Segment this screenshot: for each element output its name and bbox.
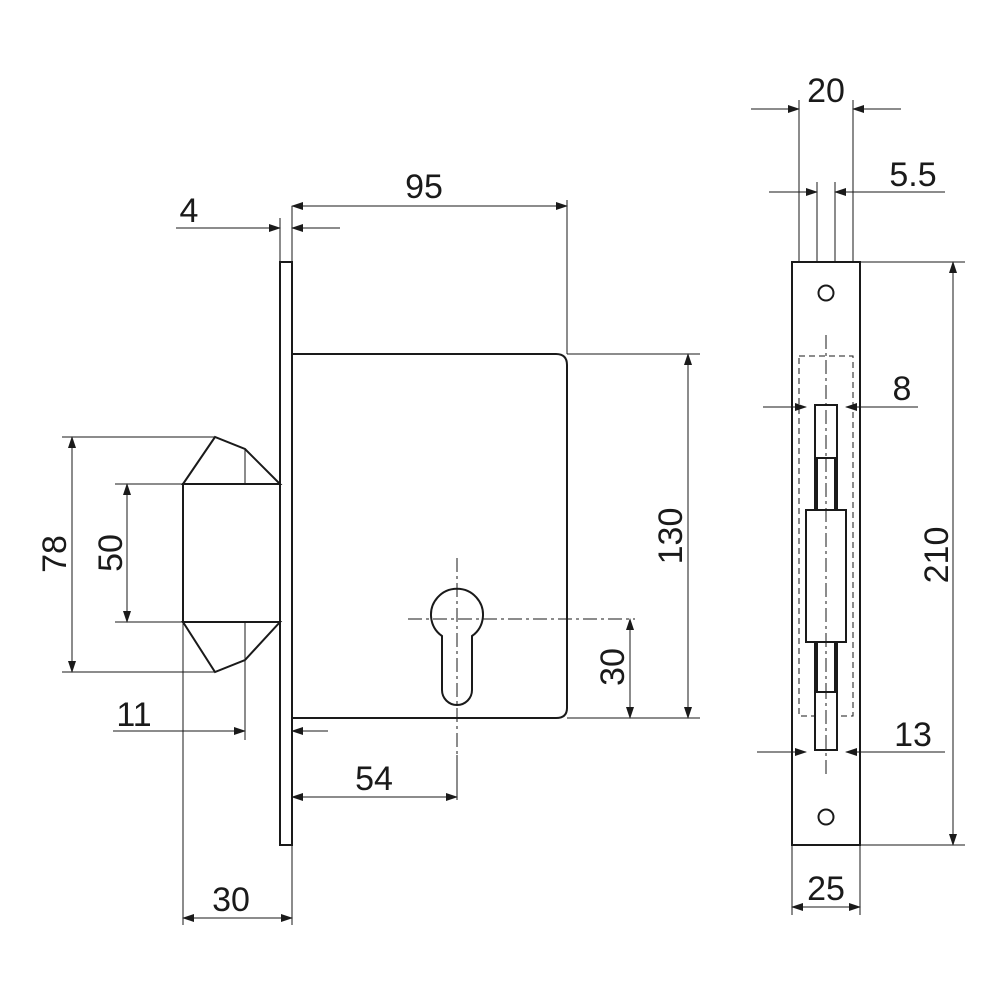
dim-case-height: 130 — [652, 508, 690, 565]
dim-width-13: 13 — [894, 716, 932, 754]
front-view: 20 5.5 8 13 210 25 — [751, 72, 965, 915]
deadbolt-body — [182, 483, 281, 623]
dim-cylinder-height: 30 — [594, 648, 632, 686]
dim-bolt-width: 5.5 — [889, 156, 936, 194]
deadbolt-bevel-bottom — [181, 621, 283, 674]
screw-hole-top — [817, 284, 835, 302]
deadbolt-bevel-top — [181, 435, 283, 485]
dim-faceplate-width: 25 — [807, 870, 845, 908]
screw-hole-bottom — [817, 808, 835, 826]
dim-case-depth: 95 — [405, 168, 443, 206]
dim-bolt-height-inner: 50 — [92, 534, 130, 572]
faceplate-side — [279, 261, 293, 846]
dim-faceplate-offset: 11 — [116, 696, 151, 734]
dim-backset: 54 — [355, 760, 393, 798]
dim-faceplate-width-top: 20 — [807, 72, 845, 110]
dim-bolt-height-outer: 78 — [36, 535, 74, 573]
dim-bolt-throw: 30 — [212, 881, 250, 919]
dim-slot-width: 8 — [893, 370, 912, 408]
dim-faceplate-thickness: 4 — [180, 192, 199, 230]
lock-case — [291, 353, 568, 719]
side-view: 4 95 78 50 130 30 11 54 30 — [36, 168, 700, 925]
dim-faceplate-length: 210 — [918, 527, 956, 584]
